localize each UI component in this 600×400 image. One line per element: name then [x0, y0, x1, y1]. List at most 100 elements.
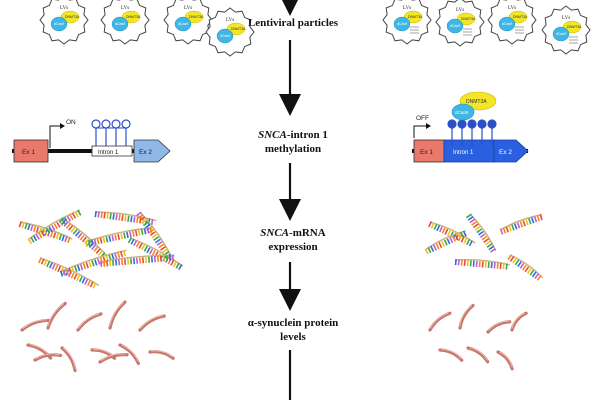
mrna-strand — [38, 257, 100, 289]
alpha-synuclein-rod — [33, 353, 63, 362]
mrna-strand — [127, 237, 184, 271]
alpha-synuclein-rod — [428, 311, 452, 332]
dcas9-blob — [552, 26, 570, 42]
step-4-text2: levels — [280, 331, 306, 343]
cpg-methylated — [457, 119, 467, 129]
dnmt3a-label: DNMT3A — [189, 15, 204, 19]
dcas9-blob — [174, 16, 192, 32]
step-label-methylation: SNCA-intron 1 methylation — [203, 128, 383, 156]
mrna-strand — [99, 254, 175, 267]
dcas9-label: dCas9 — [115, 22, 125, 26]
step-3-gene: SNCA — [260, 227, 290, 239]
alpha-synuclein-rod — [486, 320, 512, 334]
alpha-synuclein-rod — [458, 303, 475, 330]
cpg-unmethylated — [121, 119, 131, 129]
protein-rods-right — [428, 303, 528, 371]
dcas9-blob — [50, 16, 68, 32]
alpha-synuclein-rod — [466, 346, 490, 364]
alpha-synuclein-rod — [76, 312, 103, 332]
particle-label: LVs — [403, 6, 411, 11]
alpha-synuclein-rod — [438, 348, 464, 362]
particle-label: LVs — [456, 8, 464, 13]
step-3-text: -mRNA — [289, 227, 326, 239]
alpha-synuclein-rod — [98, 353, 129, 364]
exon2-left-label: Ex 2 — [139, 149, 152, 156]
exon2-right-label: Ex 2 — [499, 149, 512, 156]
alpha-synuclein-rod — [20, 318, 50, 332]
mrna-strands-left — [18, 209, 184, 289]
dnmt3a-label: DNMT3A — [65, 15, 80, 19]
alpha-synuclein-rod — [510, 311, 528, 332]
mrna-strand — [466, 213, 497, 253]
step-2-gene: SNCA — [258, 129, 287, 141]
mrna-strand — [499, 213, 543, 235]
mrna-strands-right — [424, 213, 544, 281]
mrna-strand — [428, 221, 476, 247]
mrna-strand — [507, 254, 544, 281]
intron-left — [91, 145, 133, 157]
exon1-left-label: Ex 1 — [22, 149, 35, 156]
alpha-synuclein-rod — [108, 300, 127, 330]
step-2-text2: methylation — [264, 143, 322, 155]
promoter-arrow-right — [413, 125, 426, 138]
alpha-synuclein-rod — [60, 346, 77, 373]
dnmt3a-label: DNMT3A — [231, 27, 246, 31]
gene-left-state: ON — [66, 119, 76, 126]
step-label-mrna: SNCA-mRNA expression — [203, 226, 383, 254]
particle-label: LVs — [184, 6, 192, 11]
alpha-synuclein-rod — [148, 350, 175, 360]
protein-rods-left — [20, 300, 175, 373]
dcas9-label: dCas9 — [450, 24, 460, 28]
exon1-left — [13, 139, 49, 163]
dnmt3a-label: DNMT3A — [567, 25, 582, 29]
promoter-arrow-left-head — [60, 123, 65, 129]
mrna-strand — [59, 249, 127, 277]
dcas9-label: dCas9 — [178, 22, 188, 26]
mrna-strand — [84, 226, 154, 247]
cpg-sites-right — [447, 119, 497, 146]
alpha-synuclein-rod — [138, 314, 166, 332]
alpha-synuclein-rod — [46, 301, 67, 330]
particle-label: LVs — [562, 16, 570, 21]
dcas9-label: dCas9 — [397, 22, 407, 26]
step-3-text2: expression — [268, 241, 318, 253]
dcas9-label: dCas9 — [556, 32, 566, 36]
step-1-text: Lentiviral particles — [247, 17, 339, 29]
exon1-right-label: Ex 1 — [420, 149, 433, 156]
gene-construct-right: Ex 1 Intron 1 Ex 2 OFF DNMT3A dCas9 — [412, 91, 529, 163]
intron-right-label: Intron 1 — [453, 150, 474, 156]
dcas9-blob — [498, 16, 516, 32]
particle-label: LVs — [226, 18, 234, 23]
dnmt3a-label: DNMT3A — [408, 15, 423, 19]
cpg-methylated — [487, 119, 497, 129]
promoter-arrow-left — [49, 125, 60, 148]
gene-right-state: OFF — [416, 115, 429, 122]
alpha-synuclein-rod — [496, 350, 514, 371]
dcas9-blob — [216, 28, 234, 44]
promoter-arrow-right-head — [426, 123, 431, 129]
intron-left-label: Intron 1 — [98, 150, 119, 156]
lentiviral-particles-right: LVsDNMT3AdCas9LVsDNMT3AdCas9LVsDNMT3AdCa… — [382, 0, 591, 55]
dcas9-label: dCas9 — [220, 34, 230, 38]
mrna-strand — [424, 230, 467, 255]
step-2-text: -intron 1 — [286, 129, 328, 141]
exon2-right — [493, 139, 529, 163]
cpg-methylated — [467, 119, 477, 129]
particle-label: LVs — [508, 6, 516, 11]
gene-construct-left: Ex 1 Intron 1 Ex 2 ON — [12, 119, 171, 163]
step-label-particles: Lentiviral particles — [203, 16, 383, 30]
step-4-text: α-synuclein protein — [247, 317, 339, 329]
dcas9-bound-label: dCas9 — [455, 110, 469, 115]
cpg-unmethylated — [101, 119, 111, 129]
dcas9-blob — [393, 16, 411, 32]
